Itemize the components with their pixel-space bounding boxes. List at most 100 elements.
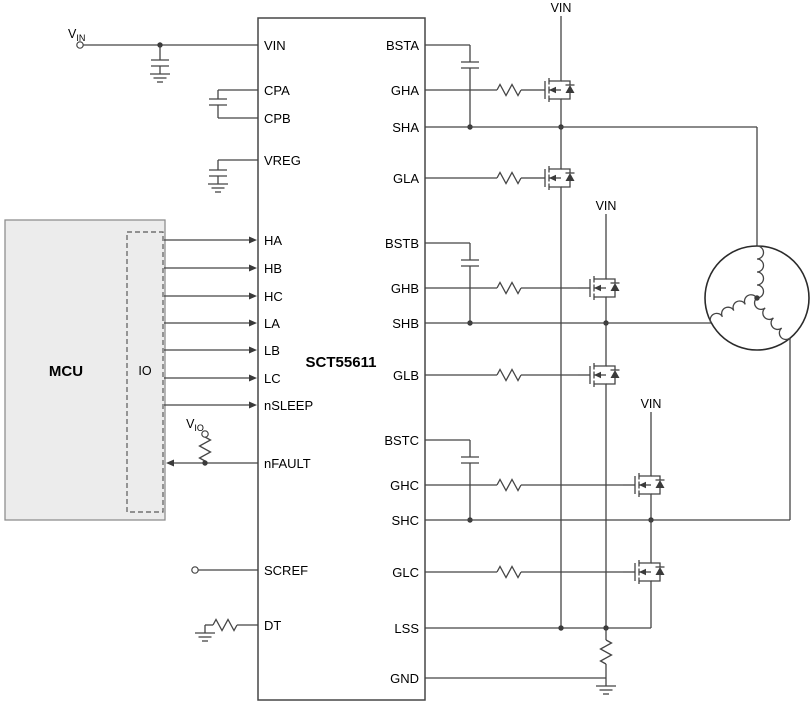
nfault-pullup-resistor	[198, 436, 212, 462]
pin-label-sha: SHA	[392, 120, 419, 135]
ground-symbol	[207, 183, 229, 193]
vin-supply-sub: IN	[76, 33, 85, 43]
mcu-io-label: IO	[138, 364, 151, 378]
gate-resistor-ghc	[496, 478, 522, 492]
sha-net	[425, 126, 758, 246]
pin-label-ghc: GHC	[390, 478, 419, 493]
half-bridge-a: VIN	[532, 1, 576, 628]
pin-label-ha: HA	[264, 233, 282, 248]
ic-body	[257, 17, 426, 701]
lss-net	[425, 625, 651, 631]
bootstrap-a	[425, 44, 480, 130]
pin-label-nsleep: nSLEEP	[264, 398, 313, 413]
motor	[704, 245, 810, 351]
vio-base: V	[186, 417, 195, 431]
vio-label: VIO	[186, 417, 204, 433]
bootstrap-capacitor-b	[460, 259, 480, 267]
junction-dot	[558, 625, 564, 631]
bootstrap-c	[425, 439, 480, 523]
arrow-hc	[249, 292, 257, 300]
sense-resistor-branch	[599, 628, 613, 678]
pin-label-glc: GLC	[392, 565, 419, 580]
pin-label-ghb: GHB	[391, 281, 419, 296]
mosfet-a-high	[532, 67, 576, 113]
motor-star-point	[754, 295, 760, 301]
pin-label-bstb: BSTB	[385, 236, 419, 251]
scref-terminal	[191, 566, 199, 574]
vin-bypass-capacitor	[150, 59, 170, 67]
gate-resistors	[425, 83, 623, 579]
nfault-branch: VIO	[166, 417, 258, 467]
pin-label-glb: GLB	[393, 368, 419, 383]
pin-label-gha: GHA	[391, 83, 420, 98]
junction-dot	[202, 460, 208, 466]
pin-label-cpa: CPA	[264, 83, 290, 98]
shc-net	[425, 338, 791, 521]
arrow-nsleep	[249, 401, 257, 409]
pin-label-cpb: CPB	[264, 111, 291, 126]
mosfet-c-low	[622, 549, 666, 595]
arrow-hb	[249, 264, 257, 272]
bootstrap-b	[425, 242, 480, 326]
pin-label-gnd: GND	[390, 671, 419, 686]
supply-input-branch: VIN	[68, 27, 258, 83]
vio-sub: IO	[194, 423, 204, 433]
vreg-capacitor	[208, 169, 228, 177]
pin-label-vin: VIN	[264, 38, 286, 53]
cpa-cpb-capacitor	[208, 98, 228, 106]
pin-label-lb: LB	[264, 343, 280, 358]
vin-rail-b-label: VIN	[596, 199, 617, 213]
ground-symbol	[149, 73, 171, 83]
pin-label-la: LA	[264, 316, 280, 331]
ic-name: SCT55611	[306, 354, 377, 371]
pin-labels-left: VIN CPA CPB VREG HA HB HC LA LB LC nSLEE…	[264, 38, 313, 633]
mcu-label: MCU	[49, 363, 83, 380]
pin-label-scref: SCREF	[264, 563, 308, 578]
pin-label-hc: HC	[264, 289, 283, 304]
mcu-body	[4, 219, 166, 521]
pin-label-lc: LC	[264, 371, 281, 386]
gnd-net	[425, 677, 617, 695]
gate-resistor-ghb	[496, 281, 522, 295]
mosfet-a-low	[532, 155, 576, 201]
mosfet-b-high	[577, 265, 621, 311]
pin-label-hb: HB	[264, 261, 282, 276]
dt-resistor	[212, 618, 238, 632]
vio-terminal	[201, 430, 209, 438]
pin-label-shb: SHB	[392, 316, 419, 331]
scref-branch	[191, 566, 258, 574]
mosfet-c-high	[622, 462, 666, 508]
vin-supply-label: VIN	[68, 27, 85, 43]
mcu-io-box	[126, 231, 164, 513]
vin-supply-base: V	[68, 27, 77, 41]
pin-label-shc: SHC	[392, 513, 419, 528]
vreg-capacitor-branch	[207, 159, 258, 193]
vin-terminal	[76, 41, 84, 49]
ground-symbol	[595, 685, 617, 695]
pin-labels-right: BSTA GHA SHA GLA BSTB GHB SHB GLB BSTC G…	[384, 38, 419, 686]
gate-resistor-gla	[496, 171, 522, 185]
control-signal-lines	[164, 236, 257, 409]
pin-label-nfault: nFAULT	[264, 456, 311, 471]
arrow-ha	[249, 236, 257, 244]
gate-resistor-glb	[496, 368, 522, 382]
gate-resistor-glc	[496, 565, 522, 579]
pin-label-vreg: VREG	[264, 153, 301, 168]
vin-rail-a-label: VIN	[551, 1, 572, 15]
pin-label-lss: LSS	[394, 621, 419, 636]
mosfet-b-low	[577, 352, 621, 398]
arrow-la	[249, 319, 257, 327]
ground-symbol	[194, 632, 216, 642]
bootstrap-capacitor-c	[460, 456, 480, 464]
arrow-lb	[249, 346, 257, 354]
pin-label-bsta: BSTA	[386, 38, 419, 53]
half-bridge-c: VIN	[622, 397, 666, 628]
vin-rail-c-label: VIN	[641, 397, 662, 411]
charge-pump-capacitor	[208, 89, 258, 119]
dt-branch	[194, 618, 258, 642]
pin-label-gla: GLA	[393, 171, 419, 186]
sense-resistor	[599, 639, 613, 665]
bootstrap-capacitor-a	[460, 61, 480, 69]
